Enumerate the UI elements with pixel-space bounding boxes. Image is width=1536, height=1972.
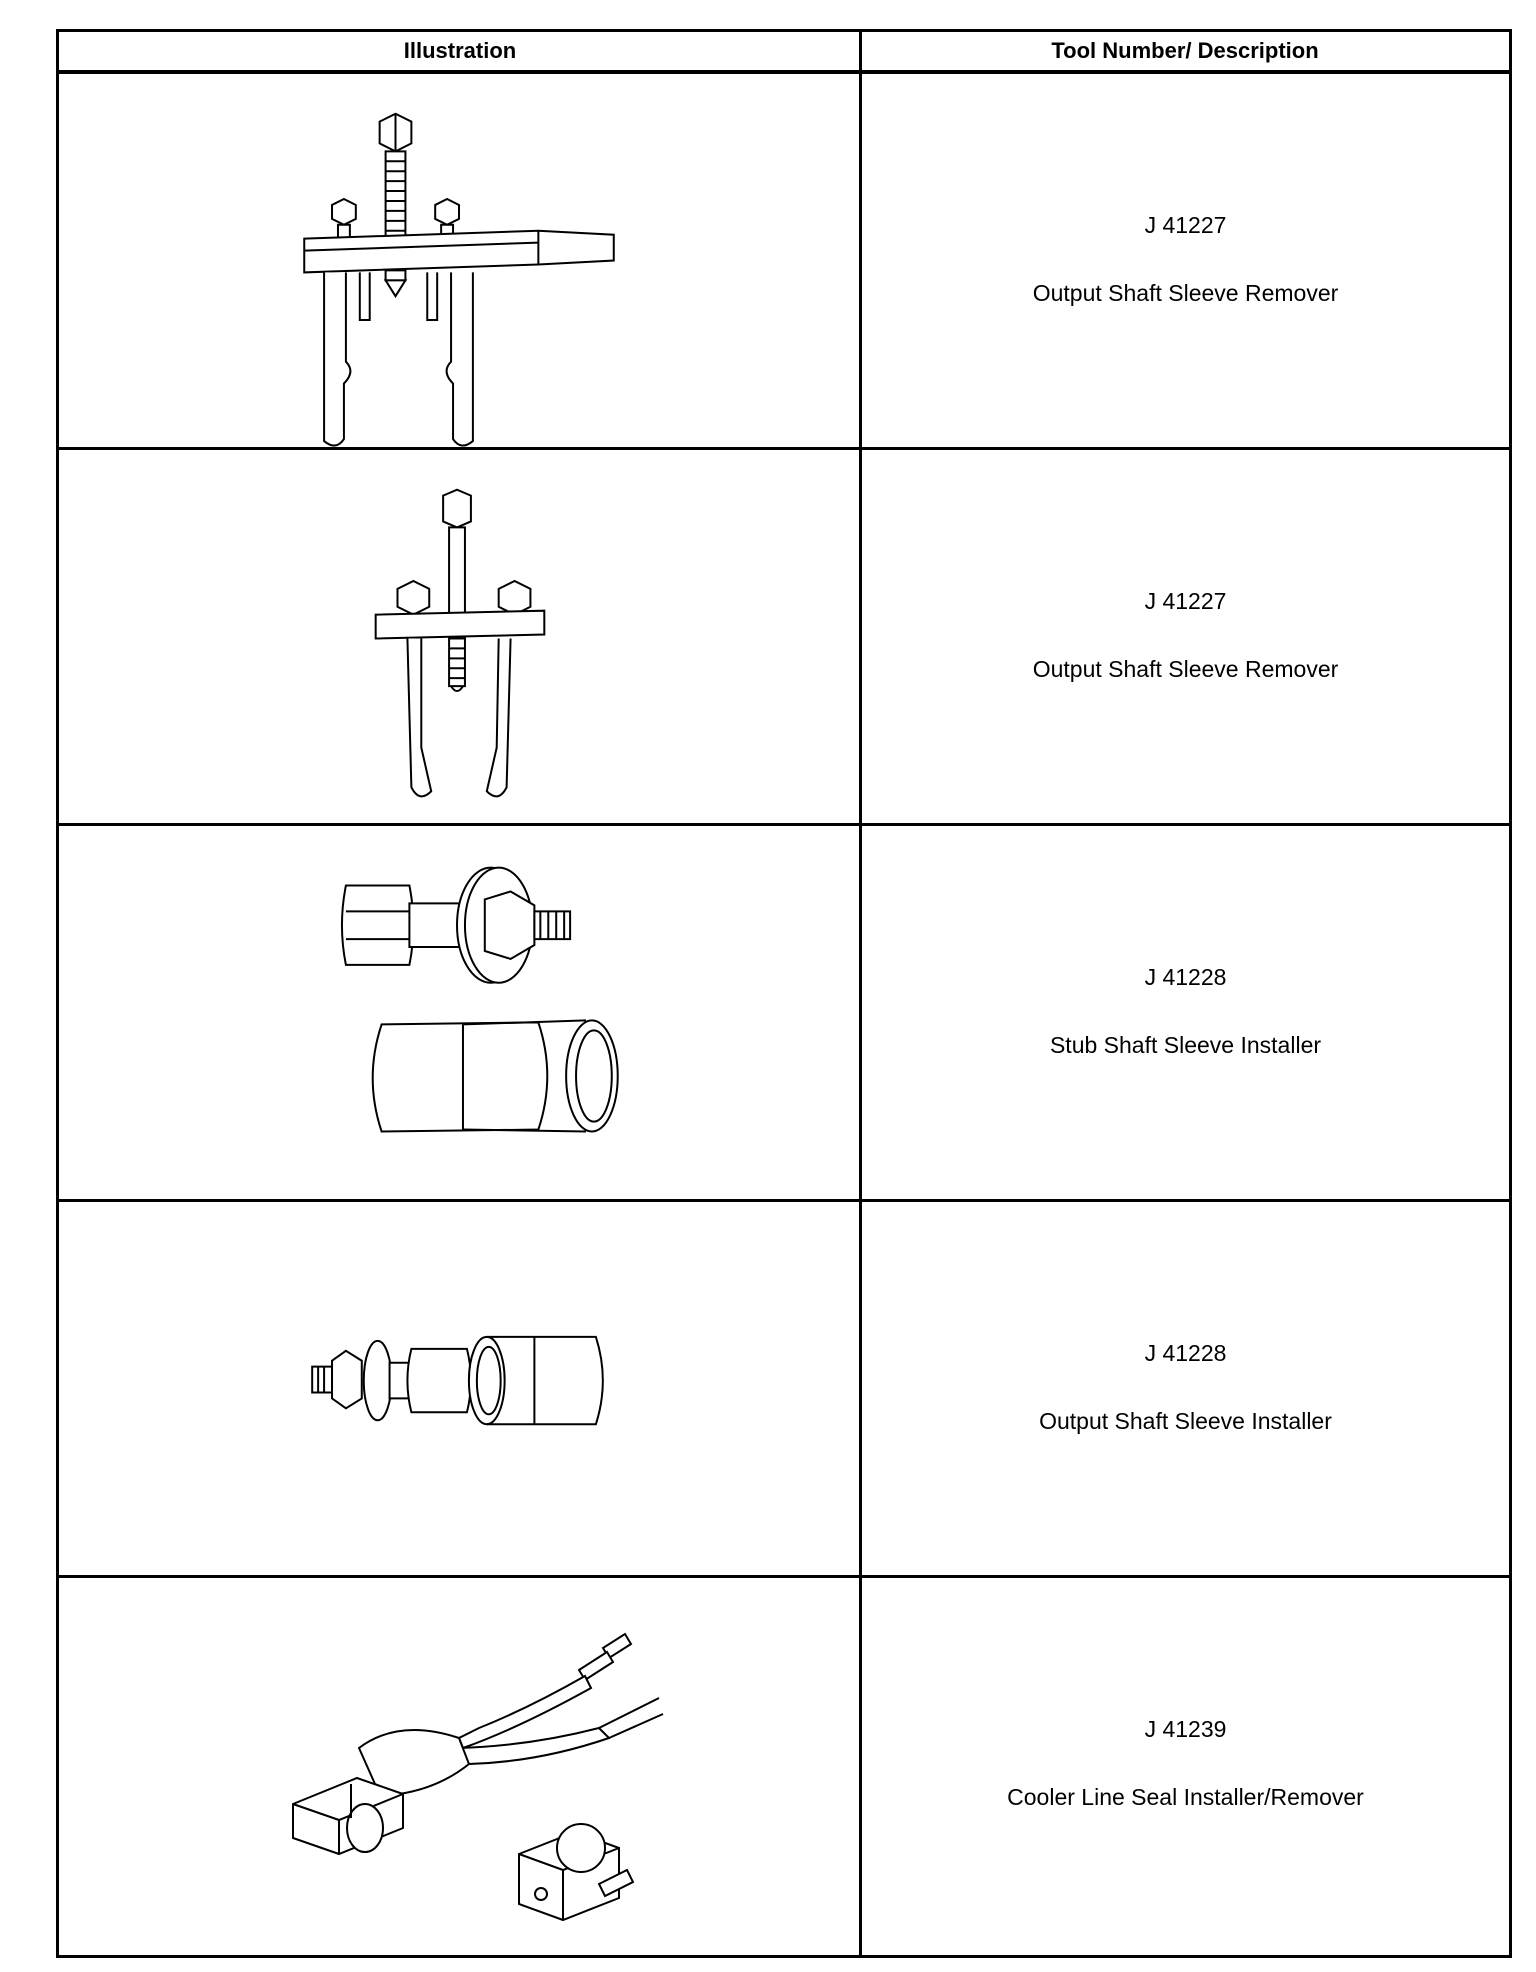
illustration-cell [59,450,859,823]
tool-number: J 41228 [1144,1340,1227,1366]
table-row: J 41227 Output Shaft Sleeve Remover [59,450,1509,826]
tool-number: J 41228 [1144,964,1227,990]
tool-number: J 41227 [1144,588,1227,614]
tool-number: J 41239 [1144,1716,1227,1742]
tool-table: Illustration Tool Number/ Description [56,29,1512,1958]
table-row: J 41228 Output Shaft Sleeve Installer [59,1202,1509,1578]
column-divider [859,32,862,1955]
tool-description-cell: J 41227 Output Shaft Sleeve Remover [862,450,1509,823]
illustration-cell [59,1202,859,1575]
illustration-cell [59,74,859,447]
header-tool-description: Tool Number/ Description [1051,38,1319,63]
table-header: Illustration Tool Number/ Description [59,32,1509,74]
tool-description: Stub Shaft Sleeve Installer [1049,1032,1322,1058]
illustration-cell [59,826,859,1199]
sleeve-installer-small-icon [59,1202,859,1575]
tool-description-cell: J 41239 Cooler Line Seal Installer/Remov… [862,1578,1509,1955]
illustration-cell [59,1578,859,1955]
tool-description: Output Shaft Sleeve Remover [1032,280,1339,306]
tool-description-cell: J 41228 Stub Shaft Sleeve Installer [862,826,1509,1199]
tool-description: Output Shaft Sleeve Remover [1032,656,1339,682]
table-row: J 41228 Stub Shaft Sleeve Installer [59,826,1509,1202]
tool-description-cell: J 41227 Output Shaft Sleeve Remover [862,74,1509,447]
table-row: J 41239 Cooler Line Seal Installer/Remov… [59,1578,1509,1955]
header-illustration: Illustration [403,38,517,63]
three-jaw-puller-icon [59,74,859,447]
locking-pliers-icon [59,1578,859,1955]
tool-description: Output Shaft Sleeve Installer [1039,1408,1332,1434]
table-row: J 41227 Output Shaft Sleeve Remover [59,74,1509,450]
tool-description: Cooler Line Seal Installer/Remover [1007,1784,1364,1810]
two-jaw-puller-icon [59,450,859,823]
tool-description-cell: J 41228 Output Shaft Sleeve Installer [862,1202,1509,1575]
tool-number: J 41227 [1144,212,1227,238]
sleeve-installer-icon [59,826,859,1199]
